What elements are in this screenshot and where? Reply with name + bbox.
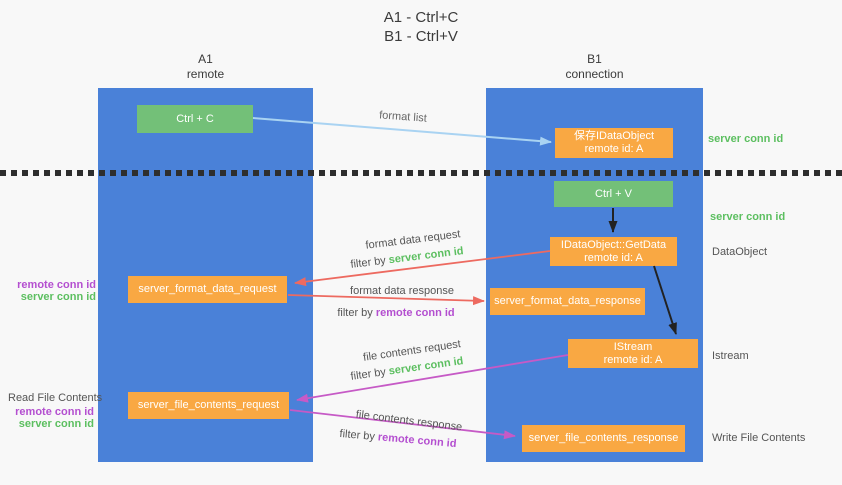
diagram-title: A1 - Ctrl+C B1 - Ctrl+V xyxy=(0,8,842,46)
server-conn-id-key: server conn id xyxy=(388,245,465,267)
save-idataobject-box: 保存IDataObject remote id: A xyxy=(555,128,673,158)
server-conn-id-label-mid: server conn id xyxy=(710,211,786,223)
read-file-contents-label: Read File Contents xyxy=(8,392,103,404)
format-data-response-label: format data response xyxy=(350,285,454,297)
istream-side-label: Istream xyxy=(712,350,749,362)
ctrl-c-box: Ctrl + C xyxy=(137,105,253,133)
ctrl-v-box: Ctrl + V xyxy=(554,181,673,207)
filter-by-text: filter by xyxy=(339,427,376,443)
server-conn-id-label-top: server conn id xyxy=(708,133,784,145)
getdata-line2: remote id: A xyxy=(584,251,643,264)
server-format-data-request-box: server_format_data_request xyxy=(128,276,287,303)
server-format-data-request-label: server_format_data_request xyxy=(138,283,277,295)
ctrl-v-label: Ctrl + V xyxy=(595,187,632,200)
save-idataobject-line1: 保存IDataObject xyxy=(573,130,655,142)
filter-by-text: filter by xyxy=(349,366,387,383)
title-line-2: B1 - Ctrl+V xyxy=(384,28,458,45)
server-file-contents-request-label: server_file_contents_request xyxy=(137,399,280,411)
getdata-line1: IDataObject::GetData xyxy=(560,238,667,251)
lane-a1-name: A1 xyxy=(198,52,213,66)
server-file-contents-request-box: server_file_contents_request xyxy=(128,392,289,419)
format-remote-conn-id-label: remote conn id xyxy=(17,279,96,291)
remote-conn-id-key: remote conn id xyxy=(375,307,455,319)
filter-by-text: filter by xyxy=(349,254,387,271)
file-remote-conn-id-label: remote conn id xyxy=(15,406,94,418)
lane-b1-name: B1 xyxy=(587,52,602,66)
idataobject-getdata-box: IDataObject::GetData remote id: A xyxy=(550,237,677,266)
format-server-conn-id-label: server conn id xyxy=(20,291,96,303)
server-file-contents-response-box: server_file_contents_response xyxy=(522,425,685,452)
istream-line2: remote id: A xyxy=(603,353,663,366)
session-divider-dotted-line xyxy=(0,170,842,176)
lane-header-b1: B1 connection xyxy=(486,52,703,82)
remote-conn-id-key: remote conn id xyxy=(377,431,457,451)
lane-header-a1: A1 remote xyxy=(98,52,313,82)
istream-line1: IStream xyxy=(613,340,653,353)
lane-a1-subtitle: remote xyxy=(186,67,225,81)
istream-box: IStream remote id: A xyxy=(568,339,698,368)
write-file-contents-label: Write File Contents xyxy=(712,432,806,444)
format-list-label: format list xyxy=(378,109,428,125)
title-line-1: A1 - Ctrl+C xyxy=(383,9,459,26)
file-server-conn-id-label: server conn id xyxy=(18,418,94,430)
ctrl-c-label: Ctrl + C xyxy=(176,112,214,125)
server-file-contents-response-label: server_file_contents_response xyxy=(528,432,679,444)
filter-by-text: filter by xyxy=(337,307,373,319)
save-idataobject-line2: remote id: A xyxy=(584,143,644,155)
server-format-data-response-label: server_format_data_response xyxy=(494,295,641,307)
server-format-data-response-box: server_format_data_response xyxy=(490,288,645,315)
lane-b1-subtitle: connection xyxy=(565,67,624,81)
dataobject-label: DataObject xyxy=(712,246,768,258)
